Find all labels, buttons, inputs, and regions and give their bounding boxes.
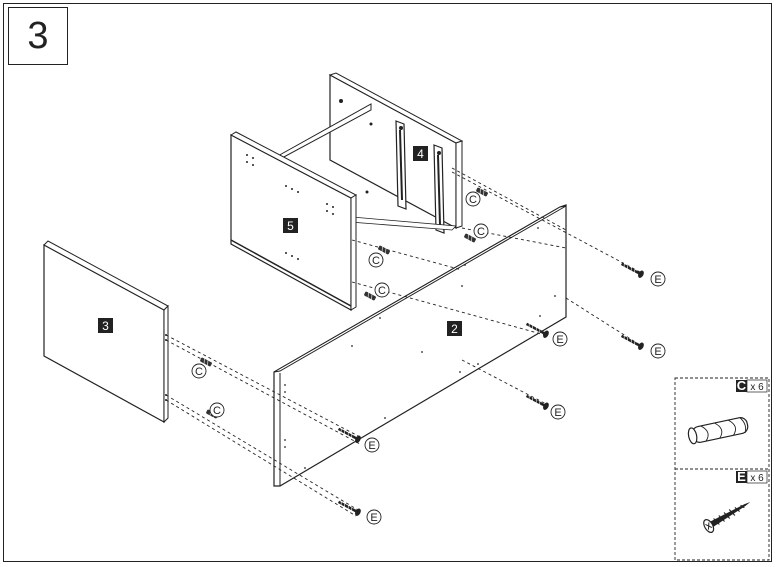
svg-text:E: E bbox=[654, 274, 661, 286]
svg-text:C: C bbox=[372, 255, 380, 267]
svg-text:C: C bbox=[477, 226, 485, 238]
panel-3-label: 3 bbox=[102, 319, 109, 333]
svg-text:E: E bbox=[556, 334, 563, 346]
svg-text:E: E bbox=[370, 512, 377, 524]
svg-text:C: C bbox=[378, 285, 386, 297]
screw-icon bbox=[703, 502, 751, 533]
dowel-callouts: C C C C C C bbox=[191, 191, 489, 418]
svg-text:E: E bbox=[368, 440, 375, 452]
panel-2-label: 2 bbox=[451, 322, 458, 336]
bottom-panel bbox=[274, 103, 457, 231]
step-number: 3 bbox=[8, 7, 68, 65]
svg-text:E: E bbox=[554, 407, 561, 419]
legend-item-dowel: C x 6 bbox=[687, 378, 768, 445]
panel-2: 2 bbox=[273, 204, 567, 487]
svg-text:E: E bbox=[737, 469, 746, 484]
diagram-frame bbox=[3, 3, 772, 562]
svg-text:E: E bbox=[654, 346, 661, 358]
panel-5-label: 5 bbox=[287, 219, 294, 233]
legend-item-screw: E x 6 bbox=[703, 469, 768, 533]
svg-text:C: C bbox=[737, 378, 747, 393]
dowel-icon bbox=[687, 417, 749, 445]
svg-text:C: C bbox=[213, 405, 221, 417]
svg-text:C: C bbox=[195, 366, 203, 378]
panel-3: 3 bbox=[43, 240, 169, 424]
panel-4-label: 4 bbox=[417, 147, 424, 161]
screw-callouts: E E E E E E bbox=[364, 271, 666, 525]
drawer-slide-right bbox=[433, 144, 445, 234]
svg-text:x 6: x 6 bbox=[750, 473, 764, 484]
parts-legend: C x 6 E x 6 bbox=[674, 377, 770, 561]
svg-text:x 6: x 6 bbox=[750, 382, 764, 393]
svg-text:C: C bbox=[469, 194, 477, 206]
drawer-slide-left bbox=[395, 120, 407, 210]
panel-5: 5 bbox=[229, 131, 358, 312]
